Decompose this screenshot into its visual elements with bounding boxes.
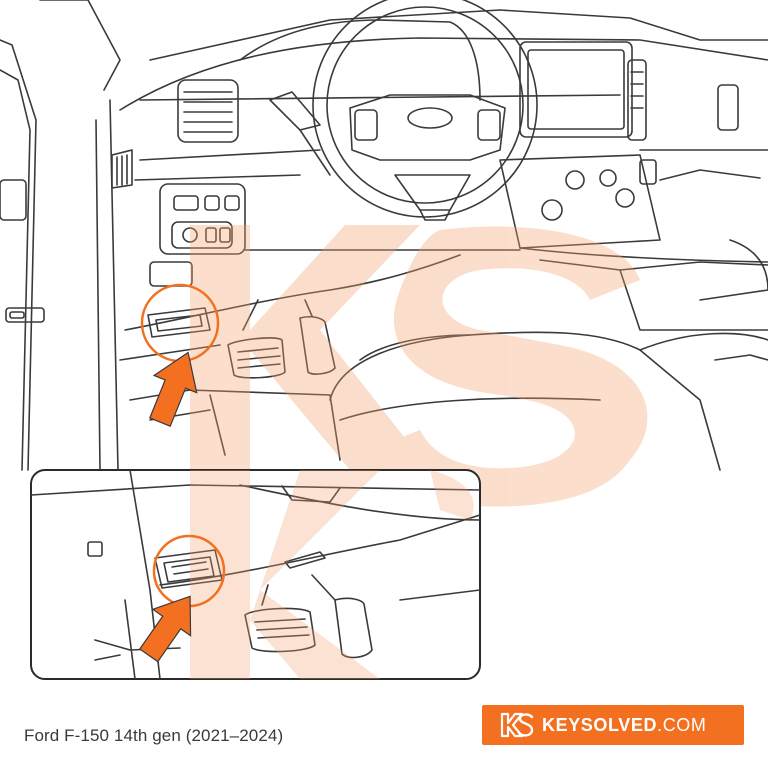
inset-arrow-up-icon [138, 595, 192, 663]
vehicle-caption: Ford F-150 14th gen (2021–2024) [24, 726, 284, 745]
brand-badge: KEYSOLVED.COM [482, 705, 744, 745]
cabin-illustration [0, 0, 768, 471]
arrow-up-icon [149, 351, 198, 427]
ks-logo-icon [500, 712, 534, 738]
brand-name: KEYSOLVED [542, 714, 658, 735]
inset-detail [30, 469, 481, 680]
brand-tld: .COM [657, 714, 707, 735]
main-callout [140, 283, 220, 427]
watermark-ks [190, 225, 648, 507]
